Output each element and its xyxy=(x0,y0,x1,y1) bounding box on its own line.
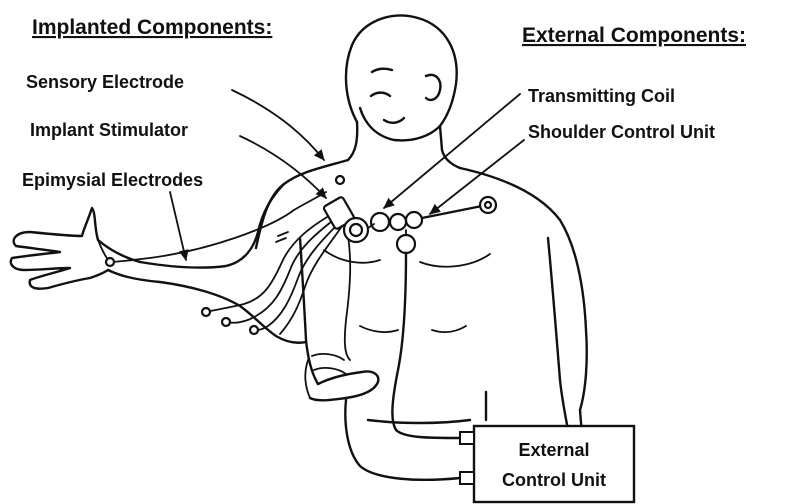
implant-stimulator-label: Implant Stimulator xyxy=(30,120,188,140)
shoulder-cable xyxy=(422,206,482,218)
lead-4 xyxy=(280,226,342,334)
torso-right-side xyxy=(548,238,570,440)
lead-chest-down xyxy=(345,236,350,360)
hip-line xyxy=(368,392,486,423)
lead-3 xyxy=(254,222,340,330)
electrode-leads xyxy=(106,176,350,360)
upper-arm-bottom xyxy=(108,270,306,343)
external-cable-2 xyxy=(345,400,460,480)
lead-stitches xyxy=(276,232,288,242)
chest-node-4 xyxy=(397,235,415,253)
shoulder-control-unit-leader xyxy=(430,140,524,214)
transmitting-coil-leader xyxy=(384,94,520,208)
control-unit-line-1: External xyxy=(518,440,589,460)
shoulder-control-unit-label: Shoulder Control Unit xyxy=(528,122,715,142)
control-unit-line-2: Control Unit xyxy=(502,470,606,490)
external-components-heading: External Components: xyxy=(522,24,746,47)
epimysial-electrodes-label: Epimysial Electrodes xyxy=(22,170,203,190)
forearm xyxy=(310,371,378,400)
implant-stimulator-leader xyxy=(240,136,326,198)
external-cable-1 xyxy=(392,253,460,438)
epimysial-electrode-node-hand xyxy=(106,258,114,266)
sensory-electrode-leader xyxy=(232,90,324,160)
epimysial-electrode-node-1 xyxy=(202,308,210,316)
shoulder-control-unit-center xyxy=(485,202,491,208)
lead-sensory xyxy=(110,192,326,262)
face-profile xyxy=(360,69,440,141)
external-control-unit xyxy=(460,426,634,502)
sensory-electrode-node xyxy=(336,176,344,184)
implanted-components-heading: Implanted Components: xyxy=(32,16,272,39)
chest-node-3 xyxy=(406,212,422,228)
control-unit-box xyxy=(474,426,634,502)
epimysial-electrodes-leader xyxy=(170,192,186,260)
hand xyxy=(11,208,140,289)
epimysial-electrode-node-3 xyxy=(250,326,258,334)
chest-node-2 xyxy=(390,214,406,230)
chest-node-1 xyxy=(371,213,389,231)
ear xyxy=(426,75,440,100)
torso-left-side xyxy=(300,238,318,384)
transmitting-coil-center xyxy=(350,224,362,236)
epimysial-electrode-node-2 xyxy=(222,318,230,326)
control-unit-port-1 xyxy=(460,432,474,444)
neck xyxy=(348,122,460,168)
transmitting-coil-label: Transmitting Coil xyxy=(528,86,675,106)
sensory-electrode-label: Sensory Electrode xyxy=(26,72,184,92)
control-unit-port-2 xyxy=(460,472,474,484)
